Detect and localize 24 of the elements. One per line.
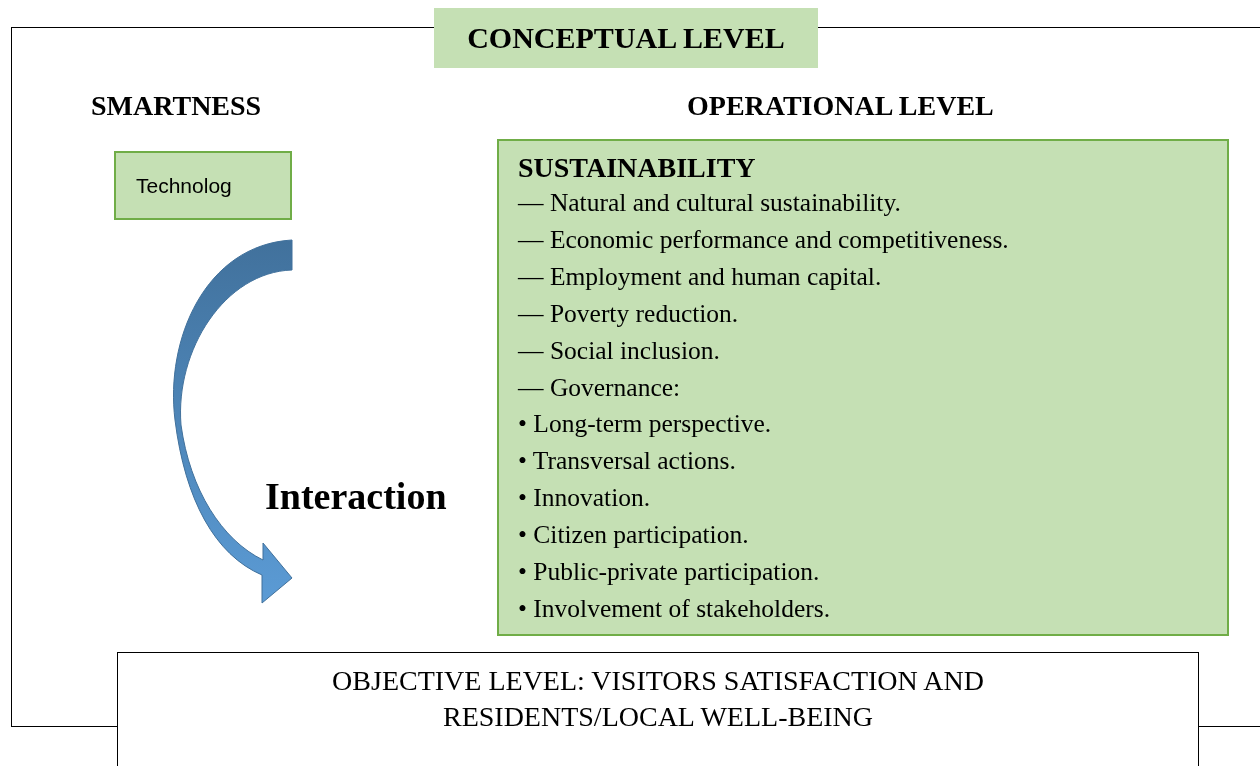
list-item: — Employment and human capital.: [518, 260, 883, 293]
objective-box: [117, 652, 1199, 766]
section-label: OPERATIONAL LEVEL: [687, 90, 994, 122]
concept-box: [114, 151, 292, 220]
list-item: • Innovation.: [518, 482, 652, 515]
curved-arrow: [173, 239, 293, 604]
content-box: [497, 139, 1229, 636]
box-title: CONCEPTUAL LEVEL: [467, 21, 785, 55]
list-item: — Social inclusion.: [518, 334, 721, 367]
title-box: [434, 8, 818, 68]
box-text: Technolog: [136, 173, 232, 198]
box-text: OBJECTIVE LEVEL: VISITORS SATISFACTION AND RESIDENTS/LOCAL WELL-BEING: [332, 665, 984, 732]
list-item: — Governance:: [518, 371, 682, 404]
list-item: • Citizen participation.: [518, 519, 750, 552]
list-item: — Natural and cultural sustainability.: [518, 187, 902, 219]
list-item: • Involvement of stakeholders.: [518, 592, 831, 625]
list-item: — Poverty reduction.: [518, 297, 740, 330]
edge-label: Interaction: [265, 474, 447, 518]
list-item: • Public-private participation.: [518, 556, 821, 589]
list-item: • Transversal actions.: [518, 445, 737, 478]
list-item: • Long-term perspective.: [518, 408, 773, 441]
list-item: — Economic performance and competitiveness.: [518, 223, 1010, 256]
section-label: SMARTNESS: [91, 90, 262, 122]
box-heading: SUSTAINABILITY: [518, 151, 757, 185]
